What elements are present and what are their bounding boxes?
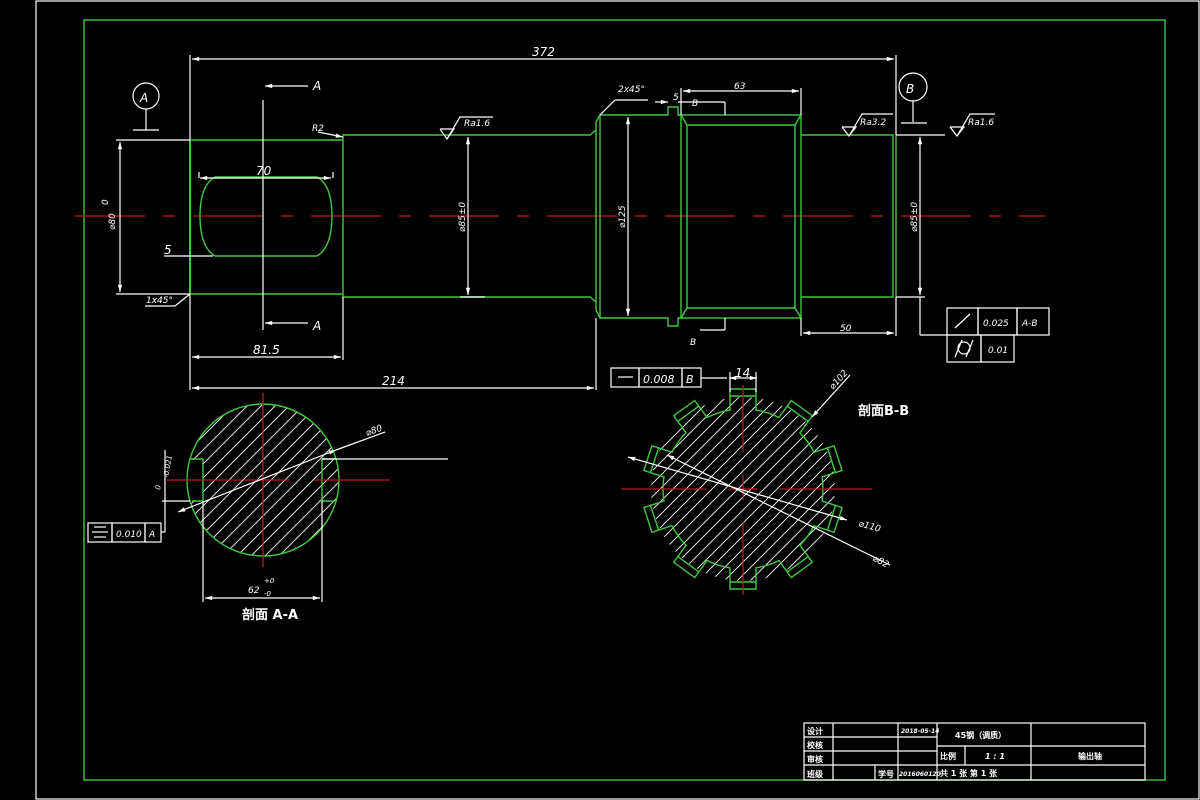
outer-frame — [35, 0, 1200, 800]
section-aa-key-width: 62 — [248, 586, 260, 596]
dim-chamfer-left: 1x45° — [146, 296, 173, 306]
section-bb-dia-teeth: ⌀110 — [857, 519, 882, 535]
keyway-slot — [199, 176, 333, 257]
section-aa-depth-tol-upper: 0 — [154, 484, 163, 490]
hatch-line — [443, 389, 643, 589]
title-row-label-class: 班级 — [807, 769, 824, 779]
spline-tooth-chamfer — [677, 556, 700, 573]
symmetry-icon — [92, 526, 108, 538]
dim-keyway-position: 81.5 — [253, 343, 280, 357]
gdt-frame-symmetry: 0.010 A — [87, 522, 162, 543]
hatch-line — [288, 404, 339, 556]
section-bb-title: 剖面B-B — [858, 403, 909, 419]
title-row-label-review: 审核 — [807, 754, 823, 764]
section-marker-bottom: A — [312, 319, 321, 333]
hatch-line — [187, 404, 254, 556]
hatch-line — [754, 397, 835, 581]
hatch-line — [187, 404, 240, 556]
inner-frame — [83, 19, 1166, 781]
title-scale-label: 比例 — [940, 751, 956, 761]
svg-text:0.008: 0.008 — [643, 373, 675, 386]
spline-tooth-chamfer — [826, 505, 837, 531]
roughness-symbol-mid: Ra1.6 — [439, 116, 493, 141]
section-aa-view: ⌀80 62 +0 -0 0 -0.021 0.010 A 剖面 A-A — [23, 393, 448, 623]
datum-b-label: B — [906, 82, 914, 96]
hatch-line — [651, 397, 722, 581]
title-block: 设计 2018-05-14 校核 审核 班级 学号 2016060120 45钢… — [803, 722, 1146, 781]
title-scale: 1 : 1 — [985, 752, 1005, 761]
datum-a-label: A — [139, 91, 148, 105]
section-b-marker-bottom: B — [690, 338, 696, 348]
dim-dia-left-tol: 0 — [101, 199, 111, 205]
section-aa-depth-tol-lower: -0.021 — [162, 455, 174, 479]
dim-length-50: 50 — [840, 324, 852, 334]
dim-dia-right: ⌀85±0 — [910, 202, 920, 232]
title-row-label-check: 校核 — [807, 740, 823, 750]
dim-dia-collar: ⌀125 — [618, 205, 628, 228]
section-bb-tooth-width: 14 — [735, 366, 750, 380]
svg-text:A-B: A-B — [1021, 319, 1038, 329]
spline-tooth-chamfer — [786, 405, 809, 422]
dim-radius: R2 — [312, 124, 324, 134]
section-marker-top: A — [312, 79, 321, 93]
title-row-student-id: 2016060120 — [899, 771, 941, 778]
svg-text:A: A — [148, 530, 155, 540]
title-sheet-info: 共 1 张 第 1 张 — [940, 768, 998, 778]
svg-text:Ra1.6: Ra1.6 — [464, 119, 490, 129]
hatch-line — [274, 404, 339, 556]
hatch-line — [260, 404, 339, 556]
title-row-date: 2018-05-14 — [901, 728, 939, 735]
dim-length-63: 63 — [734, 82, 746, 92]
dim-dia-left: ⌀80 — [108, 213, 118, 230]
dim-keyway-offset: 5 — [164, 243, 172, 257]
section-bb-view: 0.008 B 14 ⌀102 ⌀110 ⌀82 剖面B-B — [443, 366, 909, 595]
dim-chamfer-collar: 2x45° — [618, 85, 645, 95]
svg-text:0.01: 0.01 — [988, 346, 1008, 356]
section-bb-dia-root: ⌀82 — [871, 554, 891, 571]
gdt-frame-runout: 0.025 A-B — [946, 307, 1050, 336]
dim-small-5: 5 — [673, 93, 679, 103]
section-b-marker-top: B — [692, 99, 698, 109]
dim-dia-mid: ⌀85±0 — [458, 202, 468, 232]
dim-length-214: 214 — [382, 374, 405, 388]
svg-text:B: B — [686, 373, 694, 386]
hatch-line — [767, 397, 835, 581]
title-row-label-student-id: 学号 — [878, 769, 894, 779]
roughness-symbol-right-step: Ra3.2 — [841, 113, 893, 137]
hatch-line — [23, 400, 183, 560]
hatch-line — [651, 397, 748, 581]
spline-tooth-chamfer — [826, 447, 837, 473]
section-aa-title: 剖面 A-A — [242, 607, 298, 623]
title-part-name: 输出轴 — [1078, 751, 1102, 761]
svg-text:Ra3.2: Ra3.2 — [860, 118, 886, 128]
roughness-symbol-right-end: Ra1.6 — [949, 113, 995, 137]
runout-icon — [954, 313, 971, 329]
cylindricity-icon — [954, 339, 974, 358]
hatch-line — [187, 404, 268, 556]
spline-tooth-chamfer — [677, 405, 700, 422]
dim-overall-length: 372 — [532, 45, 555, 59]
section-bb-dia-outer: ⌀102 — [828, 368, 851, 392]
hatch-line — [651, 397, 735, 581]
svg-text:0.010: 0.010 — [116, 530, 142, 540]
title-material: 45钢（调质） — [955, 730, 1006, 740]
svg-text:-0: -0 — [264, 590, 272, 598]
svg-text:Ra1.6: Ra1.6 — [968, 118, 994, 128]
svg-text:+0: +0 — [264, 577, 275, 585]
gdt-frame-cylindricity: 0.01 — [946, 334, 1015, 363]
spline-tooth-chamfer — [786, 556, 809, 573]
title-row-label-design: 设计 — [807, 726, 823, 736]
section-bb-spline-outline — [642, 388, 844, 590]
shaft-main-view: A A A B 372 ⌀80 0 70 5 1x45 — [75, 45, 1050, 391]
svg-text:0.025: 0.025 — [983, 319, 1009, 329]
dim-keyway-length: 70 — [256, 164, 272, 178]
hatch-line — [741, 397, 835, 581]
gdt-frame-straightness: 0.008 B — [610, 367, 702, 388]
